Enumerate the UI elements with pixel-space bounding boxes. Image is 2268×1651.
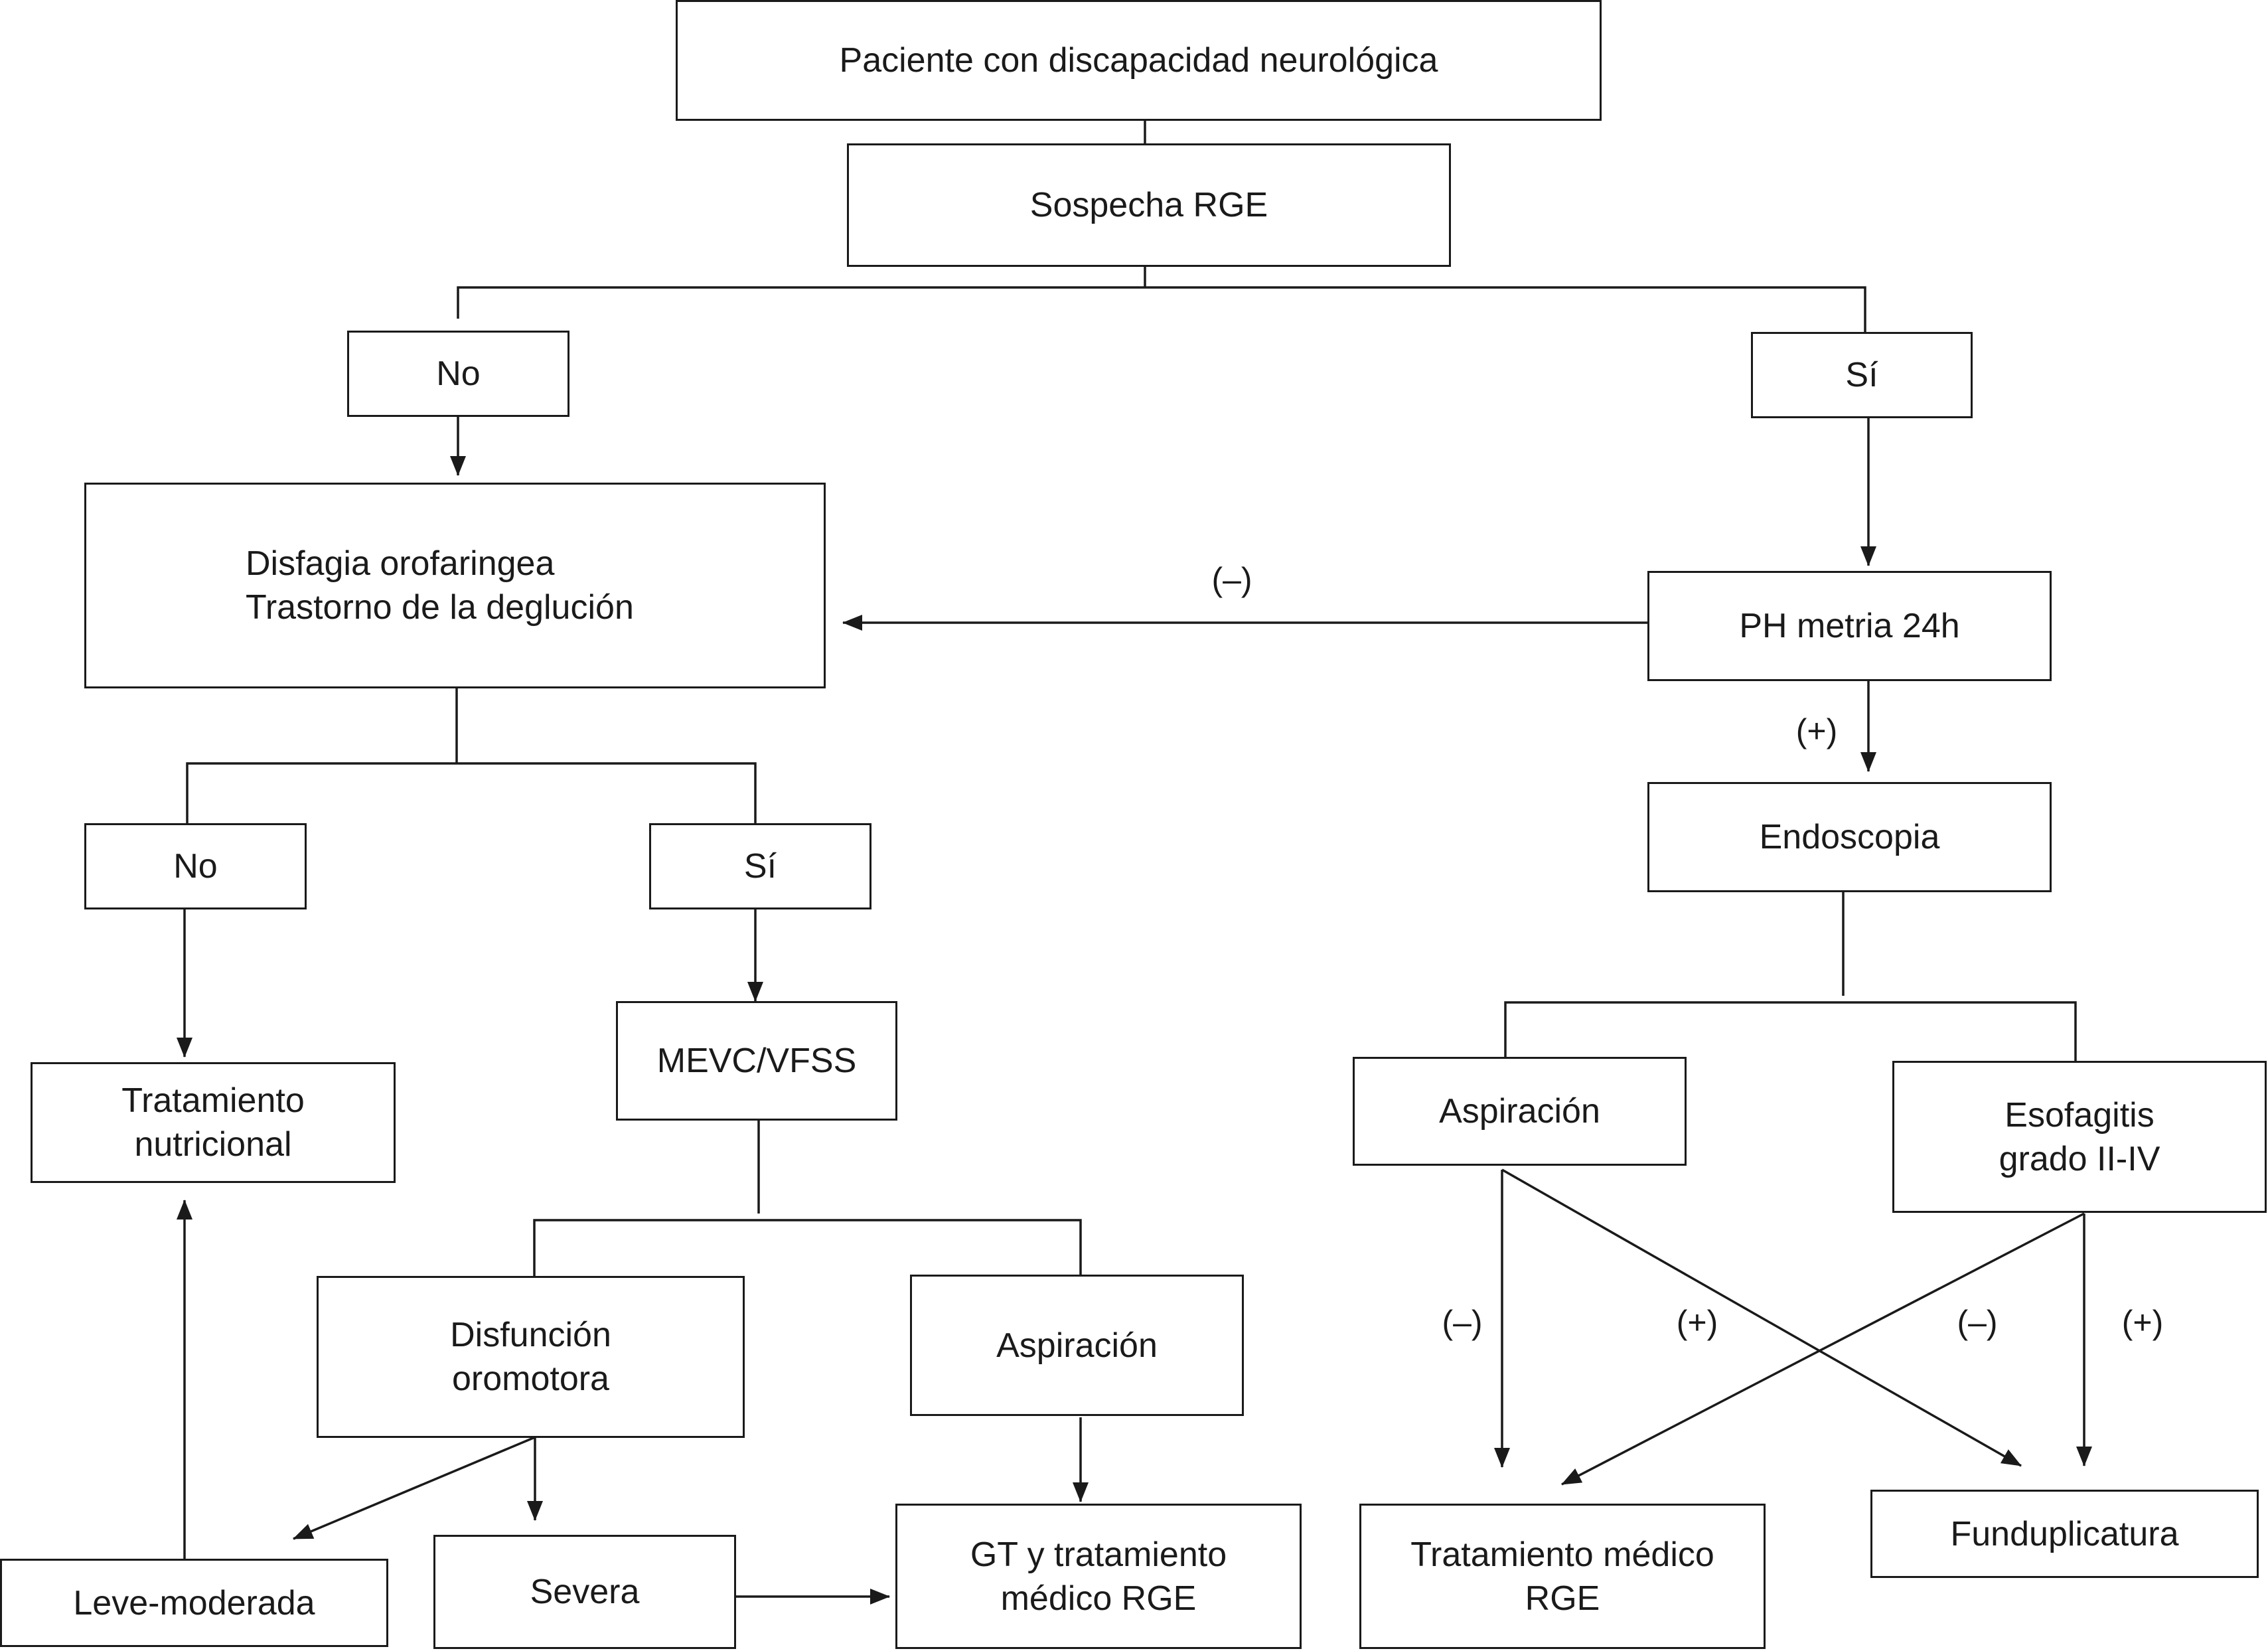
node-no-left: No xyxy=(84,823,307,909)
node-nutrition: Tratamiento nutricional xyxy=(31,1062,396,1183)
node-severe: Severa xyxy=(433,1535,736,1649)
label-eso-negative: (–) xyxy=(1957,1304,1998,1341)
node-no-top: No xyxy=(347,331,569,417)
node-yes-top: Sí xyxy=(1751,332,1973,418)
node-dysphagia: Disfagia orofaringea Trastorno de la deg… xyxy=(84,483,826,688)
label-asp-negative: (–) xyxy=(1442,1304,1483,1341)
label-eso-positive: (+) xyxy=(2121,1304,2164,1341)
node-aspiration-left: Aspiración xyxy=(910,1275,1244,1416)
edge-suspicion-split xyxy=(457,286,1866,332)
edge-dysfunction-mild xyxy=(293,1436,536,1540)
edge-eso-medical xyxy=(1561,1212,2085,1486)
node-suspicion: Sospecha RGE xyxy=(847,143,1451,267)
node-gt: GT y tratamiento médico RGE xyxy=(895,1504,1302,1649)
node-esophagitis: Esofagitis grado II-IV xyxy=(1892,1061,2267,1213)
node-aspiration-right: Aspiración xyxy=(1353,1057,1687,1166)
label-ph-negative: (–) xyxy=(1211,561,1252,598)
node-medical: Tratamiento médico RGE xyxy=(1359,1504,1766,1649)
node-fundo: Funduplicatura xyxy=(1870,1490,2259,1578)
node-mevc: MEVC/VFSS xyxy=(616,1001,897,1121)
edge-asp-fundo xyxy=(1501,1168,2022,1467)
node-endoscopy: Endoscopia xyxy=(1647,782,2052,892)
node-patient: Paciente con discapacidad neurológica xyxy=(676,0,1602,121)
node-dysfunction: Disfunción oromotora xyxy=(317,1276,745,1438)
node-yes-left: Sí xyxy=(649,823,871,909)
node-ph: PH metria 24h xyxy=(1647,571,2052,681)
label-asp-positive: (+) xyxy=(1676,1304,1718,1341)
node-mild: Leve-moderada xyxy=(0,1559,388,1647)
label-ph-positive: (+) xyxy=(1795,712,1838,749)
